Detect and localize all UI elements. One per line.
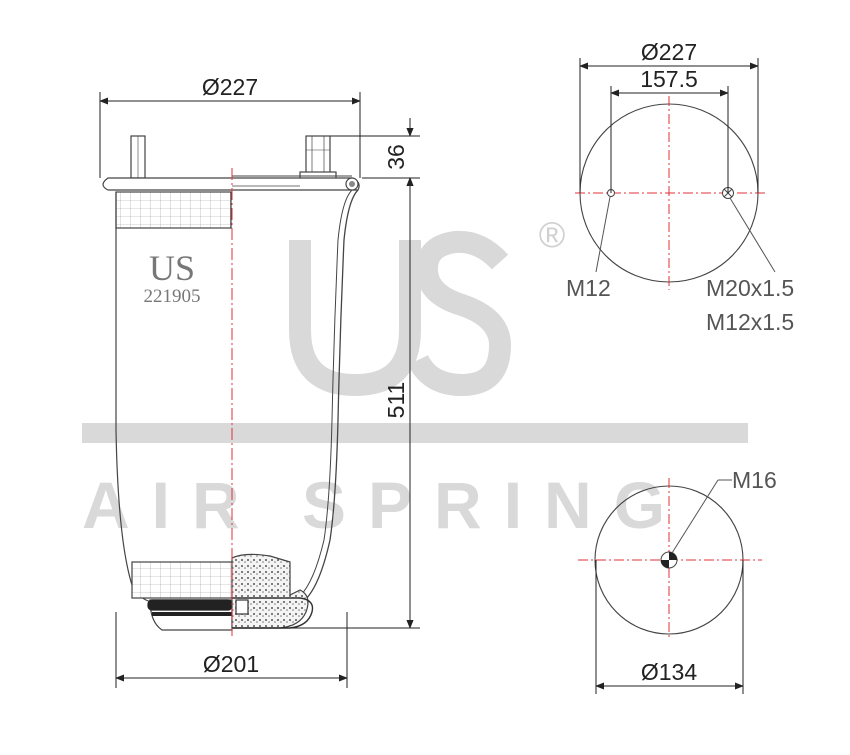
overall-height-label: 511 (383, 382, 409, 419)
ribbed-band (115, 191, 232, 229)
bellow-section (304, 189, 359, 601)
bottom-diameter-label: Ø201 (203, 651, 259, 677)
watermark-bar (82, 423, 748, 443)
piston-seal (147, 599, 233, 611)
bead-section (231, 553, 309, 629)
watermark-air-spring: AIR SPRING (82, 468, 687, 542)
center-thread-label: M16 (732, 467, 777, 493)
part-number-text: 221905 (144, 286, 201, 307)
top-outer-diameter-label: Ø227 (641, 39, 697, 65)
center-thread-hole (660, 551, 678, 569)
side-view (102, 135, 360, 631)
stud-thread-label: M12 (566, 275, 611, 301)
bellow-outline (115, 192, 232, 603)
top-view-dimension-lines (579, 58, 776, 273)
top-view (575, 58, 776, 290)
stud-height-label: 36 (383, 144, 409, 170)
top-view-centerlines (575, 96, 765, 290)
lower-ribbed-band (131, 561, 233, 599)
watermark-letter-u (289, 240, 421, 397)
mounting-stud-left (130, 135, 146, 179)
bolt-circle-label: 157.5 (640, 66, 698, 92)
watermark-letter-s (408, 230, 512, 397)
side-dimension-lines (99, 92, 420, 688)
brand-logo-text: US (149, 248, 195, 288)
air-fitting-thread-label-1: M20x1.5 (706, 275, 794, 301)
air-fitting-thread-label-2: M12x1.5 (706, 309, 794, 335)
side-top-diameter-label: Ø227 (202, 74, 258, 100)
bottom-view (578, 478, 762, 694)
bottom-view-dimension-lines (595, 479, 744, 694)
top-plate (102, 177, 360, 191)
bottom-diameter-view-label: Ø134 (641, 659, 697, 685)
watermark-registered-mark: ® (539, 214, 566, 255)
